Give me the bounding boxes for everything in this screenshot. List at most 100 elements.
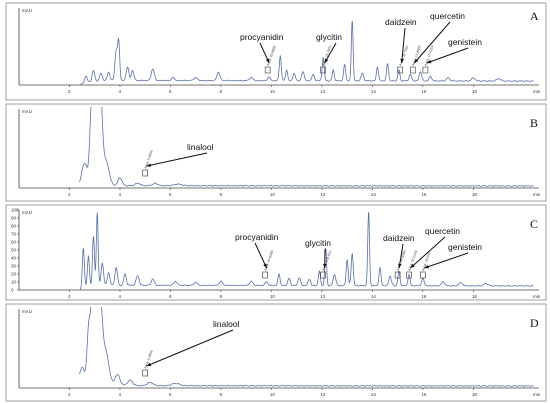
x-tick-label-A: 10 [270,89,276,94]
compound-label-glycitin: glycitin [305,238,331,248]
x-unit-label-D: min [533,392,541,397]
x-tick-label-B: 8 [219,192,222,197]
arrowhead-daidzein [398,263,402,268]
compound-label-genistein: genistein [448,242,482,252]
peak-area-label-linalool: Area: 0.3869 [143,350,153,370]
x-tick-label-D: 12 [320,392,326,397]
peak-marker-linalool [142,369,149,377]
peak-area-label-daidzein: Area: 54.3989 [396,250,407,271]
arrowhead-linalool [146,163,152,167]
peak-area-label-quercetin: Area: 14.8809 [411,45,422,66]
x-tick-label-D: 2 [68,392,71,397]
x-unit-label-B: min [533,192,541,197]
compound-label-daidzein: daidzein [383,233,415,243]
panel-frame-D [5,303,547,402]
x-tick-label-A: 14 [371,89,377,94]
peak-marker-genistein [420,271,426,279]
compound-label-genistein: genistein [448,37,482,47]
x-tick-label-C: 10 [270,294,276,299]
peak-area-label-quercetin: Area: 23.2104 [407,250,418,271]
x-tick-label-C: 4 [118,294,121,299]
y-tick-label-C: 100 [11,208,19,213]
panel-frame-B [5,103,547,202]
peak-area-label-genistein: Area: 18.0907 [421,250,432,271]
compound-label-linalool: linalool [187,142,214,152]
peak-marker-genistein [422,66,429,74]
peak-marker-daidzein [397,66,403,74]
compound-label-procyanidin: procyanidin [235,232,279,242]
x-tick-label-C: 18 [472,294,478,299]
y-tick-label-C: 50 [11,248,17,253]
x-tick-label-D: 4 [118,392,121,397]
x-tick-label-A: 12 [320,89,326,94]
compound-label-daidzein: daidzein [385,17,417,27]
peak-area-label-linalool: Area: 0.5564 [143,150,153,170]
arrow-daidzein [401,27,406,64]
arrowhead-procyanidin [263,263,267,268]
x-tick-label-C: 12 [320,294,326,299]
x-tick-label-B: 16 [421,192,427,197]
arrowhead-daidzein [400,58,404,63]
y-tick-label-C: 80 [11,224,17,229]
panel-label-A: A [530,9,539,23]
arrowhead-procyanidin [265,58,270,63]
compound-label-quercetin: quercetin [425,226,460,236]
y-unit-label-C: mAU [22,210,32,215]
x-tick-label-B: 14 [371,192,377,197]
chromatogram-trace-B [79,107,534,187]
peak-marker-daidzein [394,271,401,279]
peak-marker-glycitin [320,271,326,279]
peak-marker-quercetin [409,66,416,74]
compound-label-quercetin: quercetin [430,11,465,21]
peak-marker-procyanidin [264,66,271,74]
y-unit-label-B: mAU [22,109,32,114]
x-tick-label-B: 6 [169,192,172,197]
x-tick-label-D: 14 [371,392,377,397]
peak-area-label-genistein: Area: 10.4259 [424,45,435,66]
x-unit-label-C: min [533,294,541,299]
x-tick-label-C: 8 [219,294,222,299]
chromatogram-trace-A [79,21,534,85]
x-unit-label-A: min [533,89,541,94]
peak-marker-quercetin [406,271,412,279]
arrowhead-quercetin [410,263,415,268]
arrow-linalool [146,152,208,167]
x-tick-label-C: 14 [371,294,377,299]
x-tick-label-B: 2 [68,192,71,197]
arrow-linalool [146,329,234,367]
arrowhead-quercetin [414,58,419,63]
x-tick-label-A: 2 [68,89,71,94]
arrowhead-genistein [424,264,429,269]
peak-marker-linalool [142,169,149,177]
compound-label-glycitin: glycitin [316,32,342,42]
y-tick-label-C: 60 [11,240,17,245]
arrow-genistein [426,47,469,64]
arrow-quercetin [413,21,451,64]
chromatogram-trace-C [79,212,534,290]
peak-area-label-glycitin: Area: 106.612 [321,250,332,271]
arrow-quercetin [410,236,446,269]
x-tick-label-D: 10 [270,392,276,397]
arrowhead-genistein [426,59,432,64]
y-tick-label-C: 40 [11,256,17,261]
y-tick-label-C: 0 [11,288,14,293]
compound-label-linalool: linalool [213,319,240,329]
x-tick-label-B: 12 [320,192,326,197]
panel-label-B: B [530,116,538,130]
arrowhead-glycitin [324,58,329,63]
chromatogram-trace-D [79,307,534,387]
compound-label-procyanidin: procyanidin [240,32,284,42]
panel-label-D: D [530,316,539,330]
arrowhead-glycitin [322,263,327,268]
y-unit-label-D: mAU [22,309,32,314]
peak-area-label-glycitin: Area: 15.1802 [321,45,332,66]
arrow-procyanidin [254,242,268,269]
arrowhead-linalool [146,362,152,367]
peak-area-label-procyanidin: Area: 44.8389 [263,250,274,271]
x-tick-label-D: 18 [472,392,478,397]
x-tick-label-A: 6 [169,89,172,94]
x-tick-label-D: 6 [169,392,172,397]
arrow-genistein [424,252,469,269]
x-tick-label-B: 18 [472,192,478,197]
y-tick-label-C: 10 [11,280,17,285]
